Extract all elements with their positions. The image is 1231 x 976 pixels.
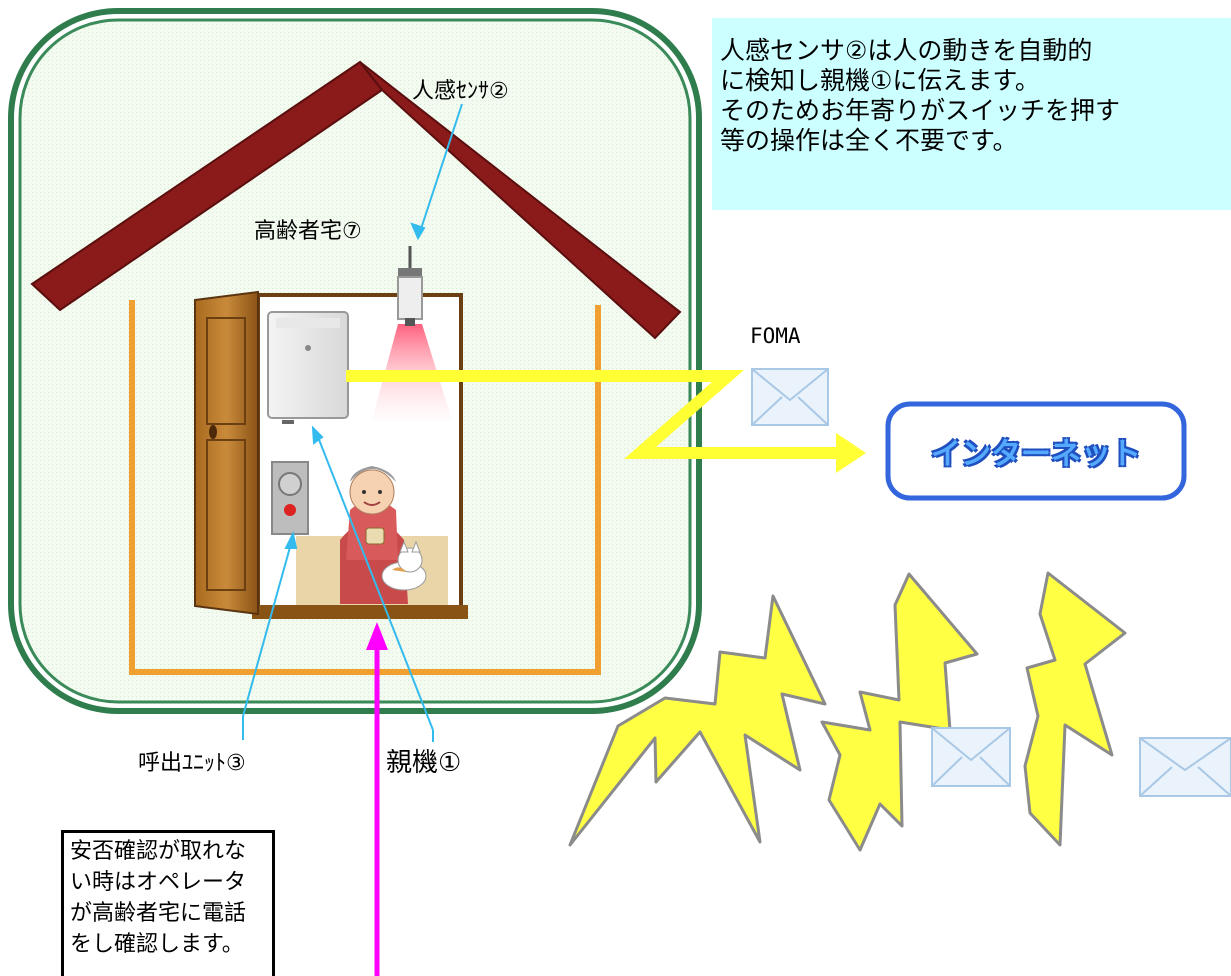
- callout-lines: [242, 103, 463, 742]
- note-line: い時はオペレータ: [70, 870, 247, 895]
- parent-unit-label: 親機①: [386, 748, 462, 778]
- internet-label: インターネット: [931, 437, 1141, 472]
- note-line: が高齢者宅に電話: [70, 901, 247, 926]
- call-unit-label: 呼出ﾕﾆｯﾄ③: [138, 751, 246, 776]
- info-line: に検知し親機①に伝えます。: [720, 66, 1040, 95]
- note-line: 安否確認が取れな: [70, 839, 247, 864]
- sensor-label: 人感ｾﾝｻ②: [412, 79, 509, 104]
- door-icon: [194, 290, 259, 616]
- info-line: 人感センサ②は人の動きを自動的: [720, 36, 1093, 65]
- info-line: 等の操作は全く不要です。: [720, 126, 1018, 155]
- lightning-icon: [568, 571, 1127, 852]
- note-box: 安否確認が取れな い時はオペレータ が高齢者宅に電話 をし確認します。: [61, 830, 275, 976]
- envelope-icon: [1139, 737, 1231, 797]
- phone-line: [366, 622, 388, 976]
- signal-path: [346, 370, 866, 473]
- envelope-icon: [751, 368, 829, 426]
- info-box: 人感センサ②は人の動きを自動的 に検知し親機①に伝えます。 そのためお年寄りがス…: [712, 18, 1231, 210]
- call-unit-device: [271, 461, 309, 535]
- note-line: をし確認します。: [70, 932, 244, 957]
- roof: [30, 60, 682, 340]
- internet-box: [885, 401, 1187, 501]
- house-walls: [129, 300, 601, 675]
- foma-label: FOMA: [750, 324, 801, 348]
- parent-unit-device: [267, 311, 349, 424]
- home-label: 高齢者宅⑦: [254, 219, 362, 244]
- cat-icon: [381, 540, 427, 591]
- info-line: そのためお年寄りがスイッチを押す: [720, 96, 1121, 125]
- envelope-icon: [931, 727, 1011, 787]
